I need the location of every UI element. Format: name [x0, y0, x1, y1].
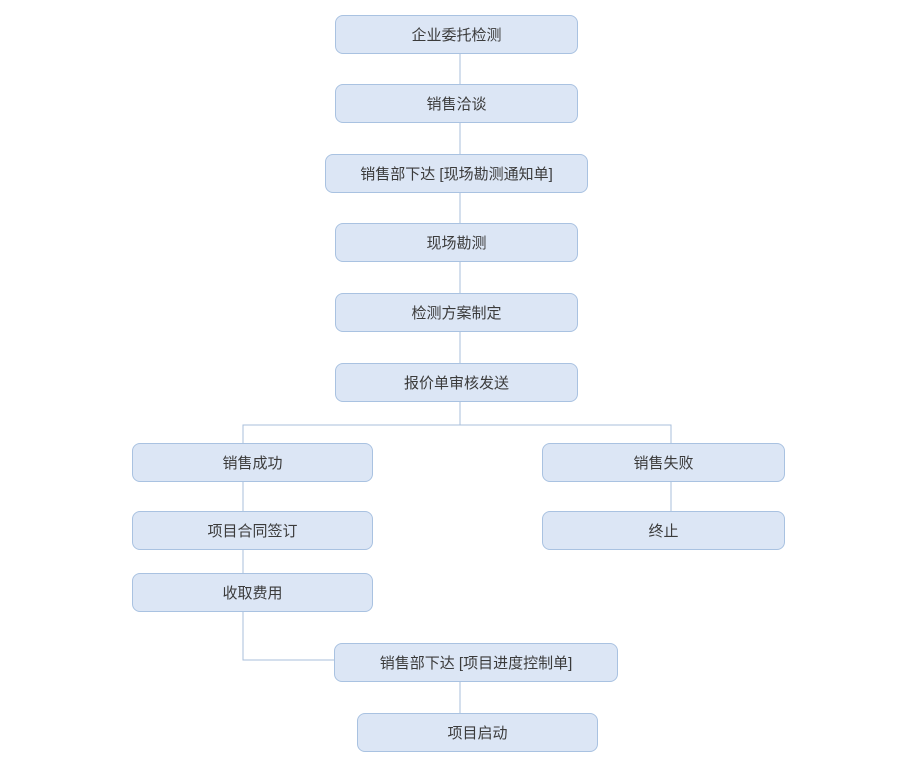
flow-node-label: 销售失败 [633, 455, 694, 472]
flow-node-sales-success: 销售成功 [132, 443, 373, 482]
flow-node-label: 终止 [648, 523, 679, 540]
flow-node-progress-control: 销售部下达 [项目进度控制单] [334, 643, 618, 682]
flow-node-site-survey: 现场勘测 [335, 223, 578, 262]
flow-node-label: 项目启动 [447, 725, 508, 742]
flow-node-entrust: 企业委托检测 [335, 15, 578, 54]
flow-node-label: 报价单审核发送 [403, 375, 509, 392]
flow-node-plan: 检测方案制定 [335, 293, 578, 332]
edge-quotation-split [242, 424, 672, 443]
flow-node-label: 检测方案制定 [411, 305, 502, 322]
flow-node-quotation: 报价单审核发送 [335, 363, 578, 402]
flow-node-survey-notice: 销售部下达 [现场勘测通知单] [325, 154, 588, 193]
flow-node-label: 销售成功 [222, 455, 283, 472]
flow-node-terminate: 终止 [542, 511, 785, 550]
flow-node-label: 销售部下达 [现场勘测通知单] [360, 166, 553, 183]
flow-node-label: 现场勘测 [426, 235, 487, 252]
flow-node-label: 收取费用 [222, 585, 283, 602]
flow-node-label: 企业委托检测 [411, 27, 502, 44]
flow-node-project-start: 项目启动 [357, 713, 598, 752]
flow-node-collect-fee: 收取费用 [132, 573, 373, 612]
flow-node-sales-talk: 销售洽谈 [335, 84, 578, 123]
flow-node-contract: 项目合同签订 [132, 511, 373, 550]
flow-node-label: 销售部下达 [项目进度控制单] [379, 655, 573, 672]
edge-collect-fee-progress-control [242, 612, 334, 661]
flow-node-sales-fail: 销售失败 [542, 443, 785, 482]
flow-node-label: 项目合同签订 [207, 523, 298, 540]
flow-node-label: 销售洽谈 [426, 96, 487, 113]
